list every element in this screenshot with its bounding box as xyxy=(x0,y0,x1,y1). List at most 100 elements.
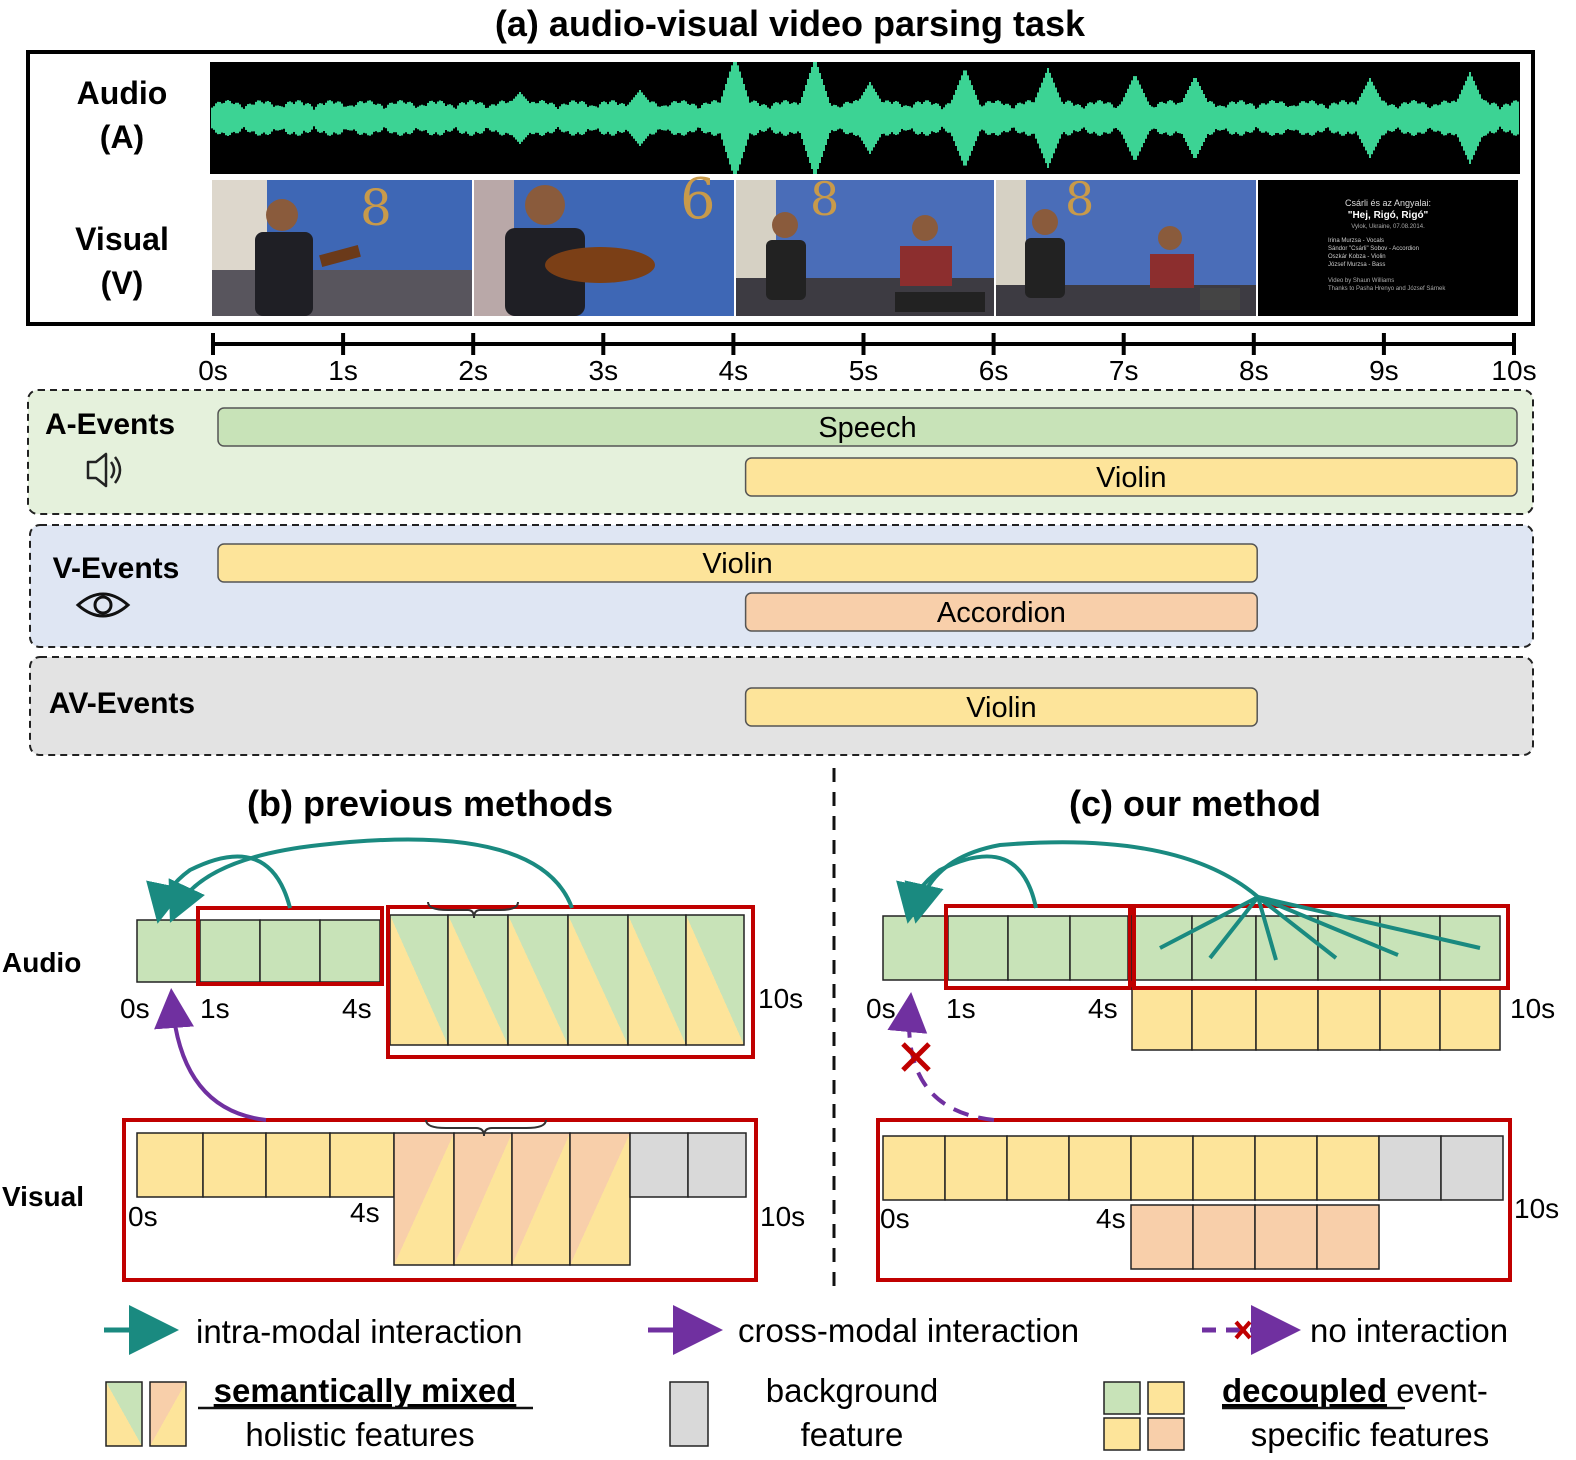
av-events-label: AV-Events xyxy=(49,687,195,720)
timeline-tick-label: 9s xyxy=(1369,355,1399,386)
tick-label: 0s xyxy=(128,1201,158,1232)
video-frame-2: 6 xyxy=(474,167,734,316)
visual-window-box xyxy=(122,1118,758,1282)
tick-label: 4s xyxy=(350,1197,380,1228)
event-bar xyxy=(217,407,1518,447)
cross-mark-icon xyxy=(1234,1320,1252,1340)
decoupled-visual-segment xyxy=(1192,1204,1256,1270)
svg-text:8: 8 xyxy=(360,179,392,237)
cross-mark-icon xyxy=(901,1042,931,1072)
timeline-tick-label: 2s xyxy=(458,355,488,386)
legend-mixed-swatch xyxy=(149,1381,187,1447)
timeline-tick-label: 0s xyxy=(198,355,228,386)
audio-segment xyxy=(947,915,1009,981)
credits-person-4: József Murzsa - Bass xyxy=(1328,262,1385,268)
audio-segment xyxy=(319,919,381,983)
decoupled-visual-segment xyxy=(882,1135,946,1201)
audio-segment xyxy=(136,919,198,983)
legend-cross-label: cross-modal interaction xyxy=(738,1312,1079,1349)
timeline-tick-label: 10s xyxy=(1491,355,1536,386)
audio-window-box xyxy=(1132,904,1510,990)
panel-b: 0s 1s 4s 10s 0s 4s 10s xyxy=(120,837,805,1282)
visual-segment xyxy=(202,1132,267,1198)
visual-segment xyxy=(265,1132,331,1198)
decoupled-audio-segment xyxy=(1439,987,1501,1051)
tick-label: 1s xyxy=(946,993,976,1024)
visual-label: Visual xyxy=(75,221,169,257)
credits-person-2: Sándor "Csárli" Sobov - Accordion xyxy=(1328,246,1419,252)
event-bar-label: Speech xyxy=(818,412,916,444)
credits-person-3: Oszkár Kobza - Violin xyxy=(1328,254,1386,260)
legend-decoupled-label: decoupled event- xyxy=(1222,1372,1488,1409)
speaker-icon xyxy=(86,452,122,488)
row-label-visual: Visual xyxy=(2,1181,84,1212)
audio-label-abbr: (A) xyxy=(100,119,144,155)
credits-line-1: Csárli és az Angyalai: xyxy=(1345,198,1431,208)
event-bar xyxy=(217,543,1258,583)
audio-segment xyxy=(199,919,261,983)
video-frames: 8 6 8 xyxy=(212,167,1518,316)
audio-waveform xyxy=(211,62,1519,174)
timeline-tick-label: 5s xyxy=(849,355,879,386)
decoupled-visual-segment xyxy=(1254,1135,1318,1201)
video-frame-credits: Csárli és az Angyalai: "Hej, Rigó, Rigó"… xyxy=(1258,180,1518,316)
video-frame-4: 8 xyxy=(996,172,1256,316)
credits-footer-1: Video by Shaun Williams xyxy=(1328,278,1394,284)
mixed-segment xyxy=(389,914,449,1046)
legend-background-swatch xyxy=(669,1381,709,1447)
legend-decoupled-label-2: specific features xyxy=(1251,1416,1489,1453)
legend-decoupled-swatch xyxy=(1103,1417,1141,1451)
mixed-segment xyxy=(447,914,509,1046)
video-frame-1: 8 xyxy=(212,179,472,316)
legend-decoupled-rest: event- xyxy=(1387,1372,1488,1409)
timeline-tick-label: 8s xyxy=(1239,355,1269,386)
legend-mixed-label: semantically mixed xyxy=(214,1372,517,1409)
tick-label: 4s xyxy=(1096,1203,1126,1234)
timeline-tick-label: 6s xyxy=(979,355,1009,386)
decoupled-audio-segment xyxy=(1191,987,1257,1051)
intra-modal-arrow xyxy=(904,840,1260,924)
decoupled-visual-segment xyxy=(944,1135,1008,1201)
event-bar-label: Violin xyxy=(1096,462,1166,494)
visual-segment xyxy=(329,1132,395,1198)
intra-modal-fan xyxy=(1159,895,1481,961)
audio-window-box xyxy=(944,904,1132,990)
mixed-segment xyxy=(627,914,687,1046)
background-segment xyxy=(687,1132,747,1198)
mixed-segment xyxy=(685,914,745,1046)
decoupled-audio-segment xyxy=(1439,915,1501,981)
decoupled-audio-segment xyxy=(1317,987,1381,1051)
event-bar-label: Accordion xyxy=(937,597,1066,629)
timeline-tick-label: 3s xyxy=(589,355,619,386)
credits-line-3: Vylok, Ukraine, 07.08.2014. xyxy=(1351,224,1425,230)
svg-text:6: 6 xyxy=(680,167,716,232)
credits-footer-2: Thanks to Pasha Hrenyo and József Sárnek xyxy=(1328,286,1446,292)
decoupled-audio-segment xyxy=(1131,987,1193,1051)
legend-background-label: background xyxy=(766,1372,938,1409)
legend-decoupled-swatch xyxy=(1147,1381,1185,1415)
event-bar-label: Violin xyxy=(966,692,1036,724)
audio-segment xyxy=(259,919,321,983)
brace xyxy=(427,901,519,919)
title-b: (b) previous methods xyxy=(247,783,613,824)
legend-decoupled-swatch xyxy=(1147,1417,1185,1451)
legend-mixed-swatch xyxy=(105,1381,143,1447)
legend-intra-label: intra-modal interaction xyxy=(196,1313,523,1350)
mixed-segment xyxy=(569,1132,631,1266)
decoupled-audio-segment xyxy=(1255,987,1319,1051)
tick-label: 10s xyxy=(760,1201,805,1232)
decoupled-visual-segment xyxy=(1254,1204,1318,1270)
tick-label: 10s xyxy=(1514,1193,1559,1224)
video-frame-3: 8 xyxy=(736,172,994,316)
intra-modal-arrow xyxy=(168,837,574,923)
legend-background-label-2: feature xyxy=(801,1416,904,1453)
visual-window-box xyxy=(876,1118,1512,1282)
decoupled-visual-segment xyxy=(1130,1204,1194,1270)
tick-label: 0s xyxy=(880,1203,910,1234)
audio-segment xyxy=(1007,915,1071,981)
credits-person-1: Irina Murzsa - Vocals xyxy=(1328,238,1384,244)
decoupled-visual-segment xyxy=(1130,1135,1194,1201)
intra-modal-arrow xyxy=(146,854,292,924)
tick-label: 10s xyxy=(758,983,803,1014)
